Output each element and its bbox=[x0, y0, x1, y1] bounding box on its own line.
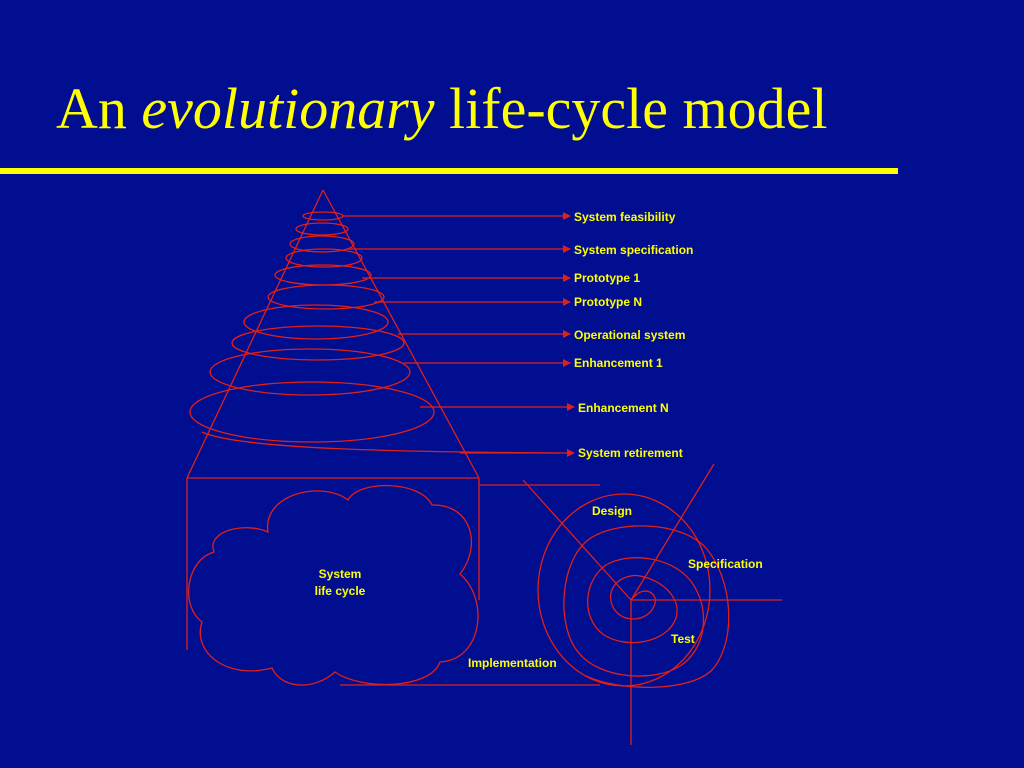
spiral-outer-ring bbox=[537, 493, 711, 687]
loop-tail bbox=[201, 431, 561, 454]
loop-9 bbox=[209, 348, 411, 396]
loop-8 bbox=[231, 325, 405, 361]
spiral-axis-diagonal-upper-right bbox=[630, 463, 715, 601]
stage-arrows bbox=[342, 212, 575, 457]
loop-2 bbox=[295, 222, 349, 236]
title-underline bbox=[0, 168, 898, 174]
title-emphasis: evolutionary bbox=[141, 76, 435, 141]
life-cycle-cloud bbox=[188, 484, 479, 686]
stage-label: System specification bbox=[574, 243, 693, 257]
loop-6 bbox=[267, 284, 385, 310]
cloud-label-line-2: life cycle bbox=[315, 584, 366, 598]
cloud-label-line-1: System bbox=[319, 567, 362, 581]
stage-label: Enhancement 1 bbox=[574, 356, 663, 370]
spiral-label-implementation: Implementation bbox=[468, 656, 557, 670]
slide-title: An evolutionary life-cycle model bbox=[56, 80, 827, 138]
spiral-curve bbox=[563, 525, 730, 688]
pyramid-loops bbox=[189, 211, 561, 454]
stage-label: Prototype N bbox=[574, 295, 642, 309]
stage-label: Prototype 1 bbox=[574, 271, 640, 285]
spiral-label-design: Design bbox=[592, 504, 632, 518]
stage-label: System retirement bbox=[578, 446, 683, 460]
spiral-axis-diagonal-upper-left bbox=[522, 479, 632, 601]
stage-labels: System feasibility System specification … bbox=[574, 210, 693, 460]
loop-7 bbox=[243, 304, 389, 340]
stage-label: Enhancement N bbox=[578, 401, 669, 415]
title-prefix: An bbox=[56, 76, 127, 141]
stage-label: Operational system bbox=[574, 328, 685, 342]
spiral-label-test: Test bbox=[671, 632, 695, 646]
loop-3 bbox=[289, 235, 355, 253]
loop-10 bbox=[189, 381, 435, 443]
spiral-label-specification: Specification bbox=[688, 557, 763, 571]
development-spiral bbox=[522, 463, 782, 745]
loop-4 bbox=[285, 248, 363, 268]
stage-label: System feasibility bbox=[574, 210, 676, 224]
loop-5 bbox=[274, 264, 372, 286]
title-suffix: life-cycle model bbox=[449, 76, 828, 141]
